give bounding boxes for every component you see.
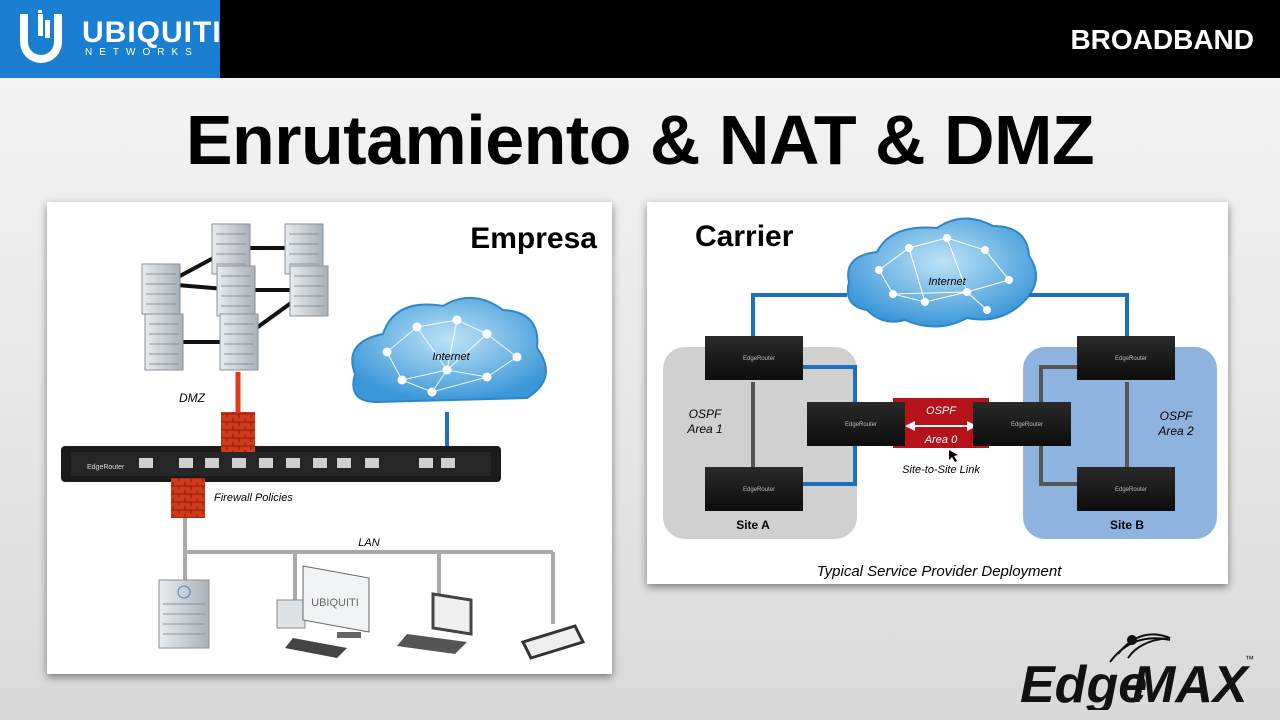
router-site-b-link (973, 402, 1071, 446)
area0-label: Area 0 (924, 434, 958, 446)
site-a-label: Site A (736, 518, 770, 532)
area1-label: Area 1 (686, 422, 722, 436)
lan-server-icon (158, 579, 210, 649)
area2-label: Area 2 (1157, 424, 1194, 438)
carrier-internet-cloud-icon (846, 217, 1038, 328)
dmz-servers (141, 223, 329, 371)
top-bar: UBIQUITI NETWORKS BROADBAND (0, 0, 1280, 78)
dmz-firewall-icon (221, 412, 255, 452)
lan-firewall-icon (171, 478, 205, 518)
dmz-server-icon (141, 263, 181, 315)
dmz-server-icon (289, 265, 329, 317)
section-label: BROADBAND (1070, 24, 1254, 55)
slide-title: Enrutamiento & NAT & DMZ (185, 101, 1095, 179)
router-site-b-bottom (1077, 467, 1175, 511)
dmz-label: DMZ (179, 391, 206, 405)
edgerouter-rack-icon (61, 446, 501, 482)
router-brand-label: EdgeRouter (1115, 487, 1147, 493)
site-to-site-label: Site-to-Site Link (902, 464, 980, 476)
router-brand-label: EdgeRouter (743, 356, 775, 362)
brand-name: UBIQUITI (82, 16, 222, 49)
edgemax-max-text: MAX (1132, 656, 1251, 710)
carrier-heading: Carrier (695, 220, 794, 253)
edgemax-trademark: ™ (1245, 654, 1254, 664)
rack-brand-label: EdgeRouter (87, 464, 125, 471)
firewall-label: Firewall Policies (214, 492, 293, 504)
ospf-label: OSPF (926, 405, 957, 417)
monitor-brand-label: UBIQUITI (311, 597, 359, 609)
router-brand-label: EdgeRouter (845, 422, 877, 428)
tablet-icon (520, 624, 586, 660)
brand-subtitle: NETWORKS (85, 47, 199, 58)
edgemax-edge-text: Edge (1020, 656, 1147, 710)
router-brand-label: EdgeRouter (743, 487, 775, 493)
router-site-b-top (1077, 336, 1175, 380)
bidirectional-arrow-icon (905, 421, 977, 431)
carrier-diagram: Carrier Internet (647, 202, 1228, 584)
dmz-server-icon (216, 265, 256, 317)
router-brand-label: EdgeRouter (1115, 356, 1147, 362)
desktop-computer-icon (276, 565, 370, 658)
edgemax-globe-icon (1109, 633, 1171, 663)
empresa-internet-label: Internet (432, 351, 470, 363)
ubiquiti-u-icon (20, 10, 62, 63)
router-brand-label: EdgeRouter (1011, 422, 1043, 428)
mouse-cursor-icon (949, 450, 958, 462)
empresa-diagram: Empresa DMZ (47, 202, 612, 674)
router-site-a-top (705, 336, 803, 380)
lan-label: LAN (358, 537, 379, 549)
carrier-drawing: Carrier Internet (663, 217, 1217, 580)
internet-cloud-icon (351, 296, 547, 404)
carrier-caption: Typical Service Provider Deployment (817, 563, 1063, 580)
carrier-internet-label: Internet (928, 276, 966, 288)
site-b-label: Site B (1110, 518, 1144, 532)
edgemax-logo: Edge MAX ™ (1020, 633, 1254, 710)
dmz-server-icon (219, 313, 259, 371)
lan-links (183, 518, 555, 624)
router-site-a-bottom (705, 467, 803, 511)
router-site-a-link (807, 402, 905, 446)
laptop-icon (397, 592, 473, 654)
ospf-area1-label: OSPF (689, 407, 722, 421)
empresa-heading: Empresa (470, 222, 597, 255)
ubiquiti-logo: UBIQUITI NETWORKS (0, 0, 222, 78)
ospf-area2-label: OSPF (1160, 409, 1193, 423)
dmz-server-icon (144, 313, 184, 371)
empresa-drawing: Empresa DMZ (61, 222, 597, 660)
